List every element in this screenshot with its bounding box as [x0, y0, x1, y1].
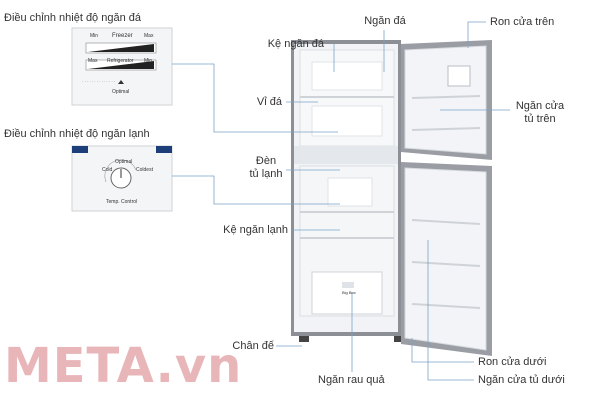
top-door-shelf-label-line2: tủ trên: [524, 113, 556, 125]
leader-lines: [172, 21, 510, 381]
fridge-optimal: Optimal: [115, 159, 133, 165]
fridge-cold: Cold: [102, 167, 113, 173]
top-door: [401, 40, 492, 160]
refrigerator-word: Refrigerator: [107, 58, 134, 64]
temp-control-label: Temp. Control: [106, 199, 138, 205]
freezer-max-top: Max: [144, 33, 154, 39]
foot-label: Chân đế: [232, 340, 274, 352]
freezer-word: Freezer: [112, 33, 133, 39]
bottom-door-shelf-label: Ngăn cửa tủ dưới: [478, 374, 565, 386]
ice-compartment-label: Ngăn đá: [364, 15, 406, 27]
freezer-control-panel: · · · · · · · · · · · · · ·: [71, 27, 173, 106]
drawer-tag: Big Box: [342, 290, 356, 295]
freezer-min-bottom: Min: [144, 58, 153, 64]
fridge-light-label-line2: tủ lạnh: [249, 168, 283, 180]
fridge-light-label-line1: Đèn: [255, 155, 277, 167]
top-door-shelf-label-line1: Ngăn cửa: [515, 100, 565, 112]
top-door-gasket-label: Ron cửa trên: [490, 16, 555, 28]
freezer-max-bottom: Max: [88, 58, 98, 64]
watermark-logo: META.vn: [4, 338, 243, 394]
bottom-door-gasket-label: Ron cửa dưới: [478, 356, 547, 368]
svg-text:· · · · · · · · · ·: · · · · · · · · · · · · · ·: [82, 79, 115, 84]
fridge-shelf-label: Kệ ngăn lạnh: [223, 224, 288, 236]
refrigerator: [291, 40, 404, 342]
fridge-control-title: Điều chỉnh nhiệt độ ngăn lạnh: [4, 128, 150, 140]
fridge-control-panel: [71, 145, 173, 212]
vegetable-drawer-label: Ngăn rau quả: [318, 374, 385, 386]
freezer-optimal: Optimal: [112, 89, 130, 95]
ice-tray-label: Vỉ đá: [256, 96, 282, 108]
freezer-control-title: Điều chỉnh nhiệt độ ngăn đá: [4, 12, 141, 24]
freezer-shelf-label: Kệ ngăn đá: [267, 38, 324, 50]
bottom-door: [401, 162, 492, 356]
freezer-min-top: Min: [90, 33, 99, 39]
fridge-coldest: Coldest: [136, 167, 153, 173]
